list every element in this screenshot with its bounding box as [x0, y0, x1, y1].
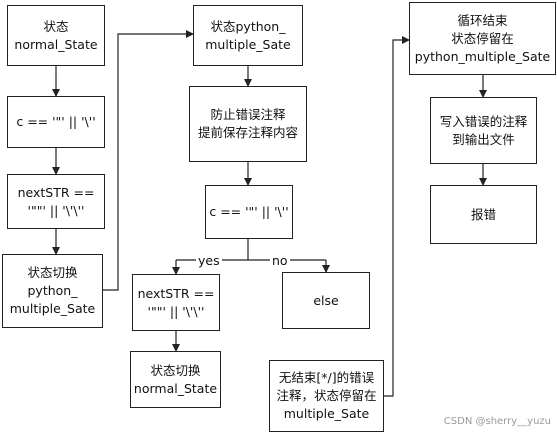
- node-text-line: '""' || '\'\'': [27, 202, 85, 218]
- edge-label-yes: yes: [196, 253, 222, 268]
- node-text-line: 写入错误的注释: [439, 113, 528, 129]
- node-text-line: c == '"' || '\'': [16, 114, 96, 129]
- node-text-line: normal_State: [14, 36, 98, 52]
- node-text-line: 状态python_: [210, 18, 286, 34]
- node-text-line: 状态: [43, 18, 69, 34]
- node-text-line: c == '"' || '\'': [209, 204, 289, 219]
- node-text-line: '""' || '\'\'': [147, 303, 205, 319]
- node-text-line: multiple_Sate: [283, 406, 370, 421]
- node-text-line: 状态切换: [27, 265, 78, 280]
- node-text-line: 到输出文件: [452, 131, 515, 147]
- node-save-comment: 防止错误注释提前保存注释内容: [189, 86, 307, 162]
- watermark: CSDN @sherry__yuzu: [443, 416, 551, 427]
- node-text-line: 注释，状态停留在: [276, 388, 377, 403]
- edge-n11-n12: [384, 36, 410, 397]
- node-condition-quote-2: c == '"' || '\'': [205, 185, 293, 239]
- node-text-line: 提前保存注释内容: [197, 125, 298, 140]
- node-text-line: python_: [27, 283, 78, 298]
- node-text-line: nextSTR ==: [17, 184, 95, 200]
- node-text-line: 状态停留在: [451, 30, 514, 46]
- node-text-line: normal_State: [133, 380, 218, 396]
- node-text-line: 报错: [470, 206, 496, 222]
- node-text-line: multiple_Sate: [9, 301, 96, 316]
- node-text-line: 状态切换: [150, 362, 201, 378]
- node-state-normal: 状态 normal_State: [7, 5, 105, 66]
- node-check-nextstr: nextSTR == '""' || '\'\'': [7, 174, 105, 229]
- node-report-error: 报错: [430, 185, 537, 244]
- node-switch-normal-state: 状态切换 normal_State: [130, 351, 221, 408]
- node-else: else: [282, 272, 370, 329]
- edge-label-no: no: [270, 253, 290, 268]
- node-check-nextstr-2: nextSTR == '""' || '\'\'': [132, 274, 220, 331]
- node-write-error-comment: 写入错误的注释到输出文件: [430, 97, 537, 164]
- node-switch-python-state: 状态切换 python_ multiple_Sate: [2, 254, 103, 328]
- node-loop-end: 循环结束状态停留在 python_multiple_Sate: [409, 2, 556, 75]
- node-text-line: 无结束[*/]的错误: [278, 370, 375, 385]
- node-unterminated-comment: 无结束[*/]的错误注释，状态停留在 multiple_Sate: [269, 360, 384, 432]
- node-text-line: nextSTR ==: [137, 285, 215, 301]
- node-text-line: multiple_Sate: [205, 36, 291, 52]
- node-text-line: 防止错误注释: [210, 107, 286, 122]
- node-text-line: else: [313, 292, 339, 308]
- node-text-line: 循环结束: [457, 12, 508, 28]
- node-text-line: python_multiple_Sate: [414, 48, 551, 64]
- node-condition-quote: c == '"' || '\'': [7, 96, 105, 148]
- edge-n4-n5: [103, 30, 194, 291]
- node-state-python-multiple: 状态python_ multiple_Sate: [193, 5, 303, 66]
